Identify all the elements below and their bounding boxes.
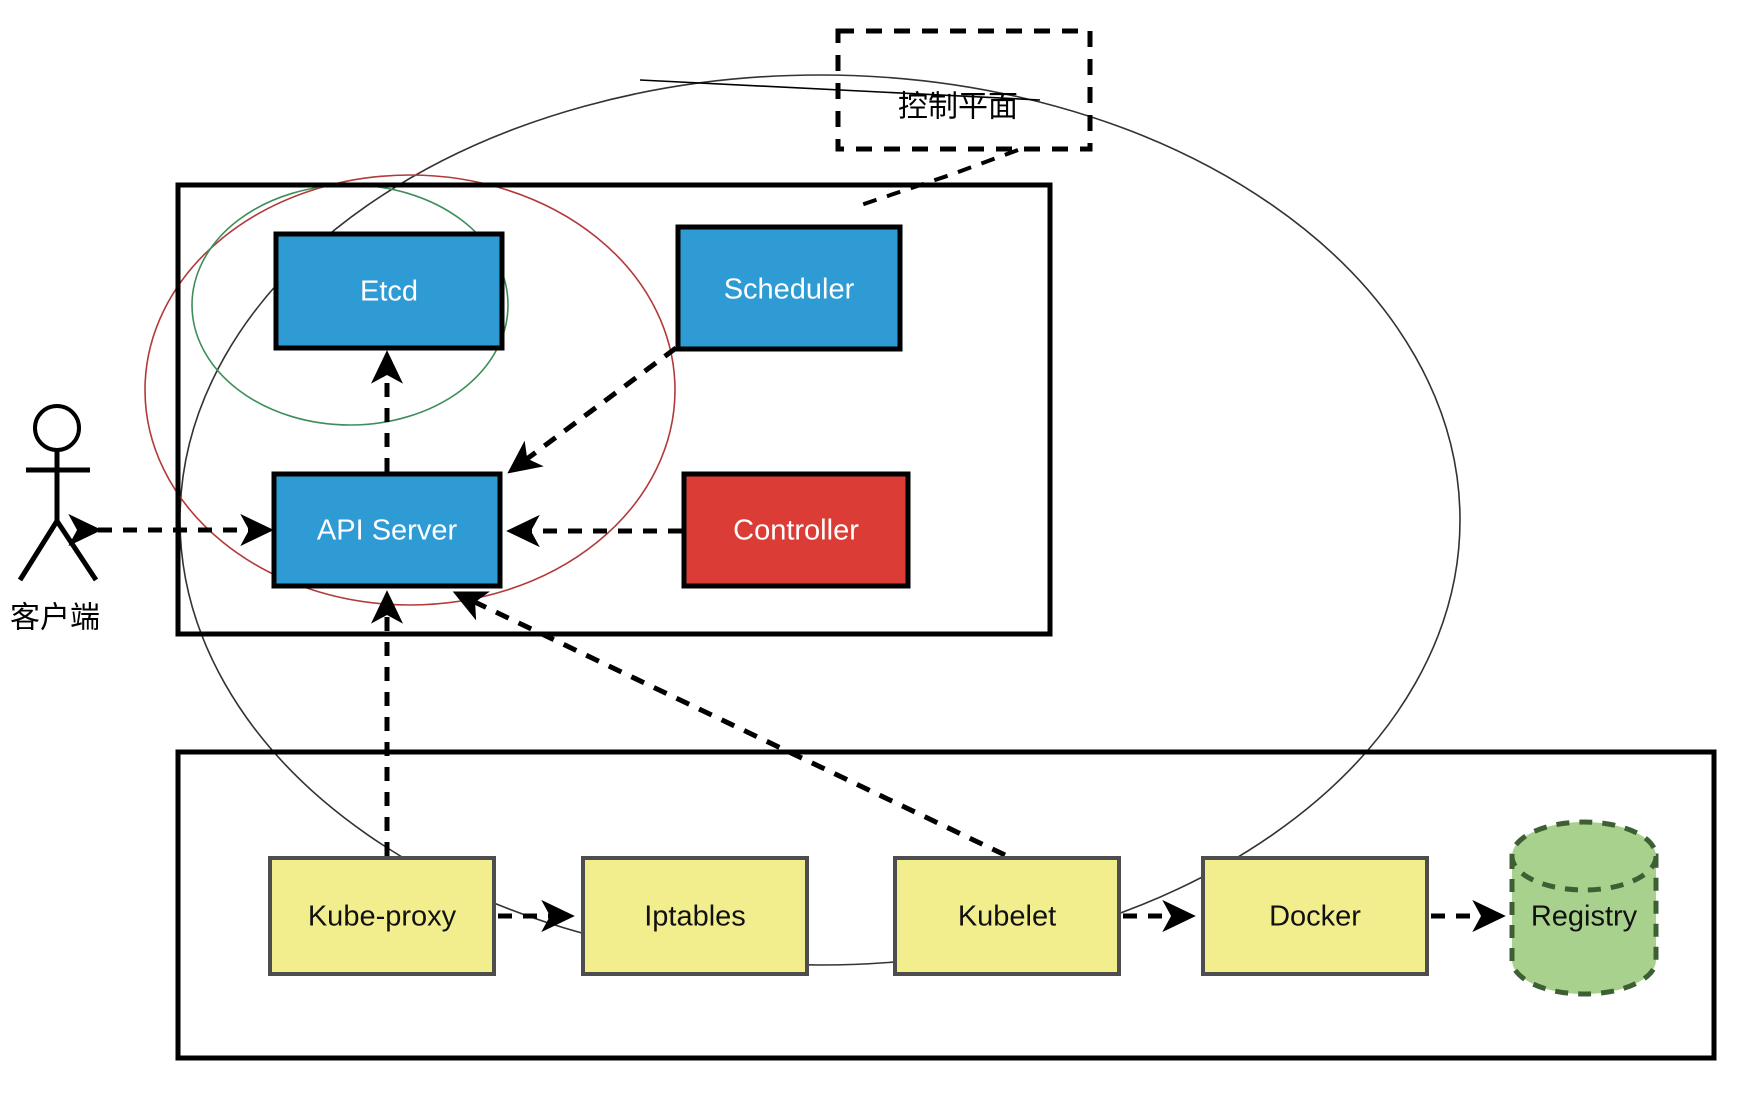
callout-leader-line: [854, 148, 1019, 209]
iptables-box[interactable]: Iptables: [581, 856, 809, 976]
controller-box-rect: [681, 471, 911, 589]
control-plane-scope-ellipse: [144, 174, 676, 606]
actor-legs-icon: [17, 519, 99, 582]
client-actor: 客户端: [10, 404, 100, 636]
kube-proxy-box-rect: [268, 856, 496, 976]
actor-head-icon: [33, 404, 81, 452]
kube-proxy-box-label: Kube-proxy: [308, 901, 457, 933]
node-container: [175, 749, 1717, 1061]
scheduler-box[interactable]: Scheduler: [675, 224, 903, 352]
iptables-box-rect: [581, 856, 809, 976]
scheduler-to-api-server-arrow: [507, 345, 678, 474]
registry-cylinder[interactable]: Registry: [1509, 819, 1659, 997]
scheduler-box-label: Scheduler: [724, 274, 855, 306]
kubelet-box[interactable]: Kubelet: [893, 856, 1121, 976]
api-server-box-label: API Server: [317, 515, 458, 547]
registry-cylinder-body: [1509, 853, 1659, 997]
controller-box[interactable]: Controller: [681, 471, 911, 589]
api-server-box-rect: [271, 471, 503, 589]
docker-box-label: Docker: [1269, 901, 1361, 933]
etcd-box[interactable]: Etcd: [273, 231, 505, 351]
docker-box-rect: [1201, 856, 1429, 976]
iptables-box-label: Iptables: [644, 901, 746, 933]
registry-cylinder-label: Registry: [1531, 901, 1638, 933]
control-plane-container: [175, 182, 1053, 637]
scheduler-box-rect: [675, 224, 903, 352]
docker-box[interactable]: Docker: [1201, 856, 1429, 976]
kube-proxy-box[interactable]: Kube-proxy: [268, 856, 496, 976]
control-plane-callout-label: 控制平面: [898, 90, 1018, 125]
controller-box-label: Controller: [733, 515, 859, 547]
kubelet-to-api-server-arrow: [452, 591, 1007, 858]
kubelet-box-label: Kubelet: [958, 901, 1056, 933]
api-server-box[interactable]: API Server: [271, 471, 503, 589]
etcd-box-rect: [273, 231, 505, 351]
etcd-box-label: Etcd: [360, 276, 418, 308]
client-actor-label: 客户端: [10, 601, 100, 636]
registry-cylinder-top: [1509, 819, 1659, 893]
kubelet-box-rect: [893, 856, 1121, 976]
callout-guideline: [639, 79, 1041, 101]
